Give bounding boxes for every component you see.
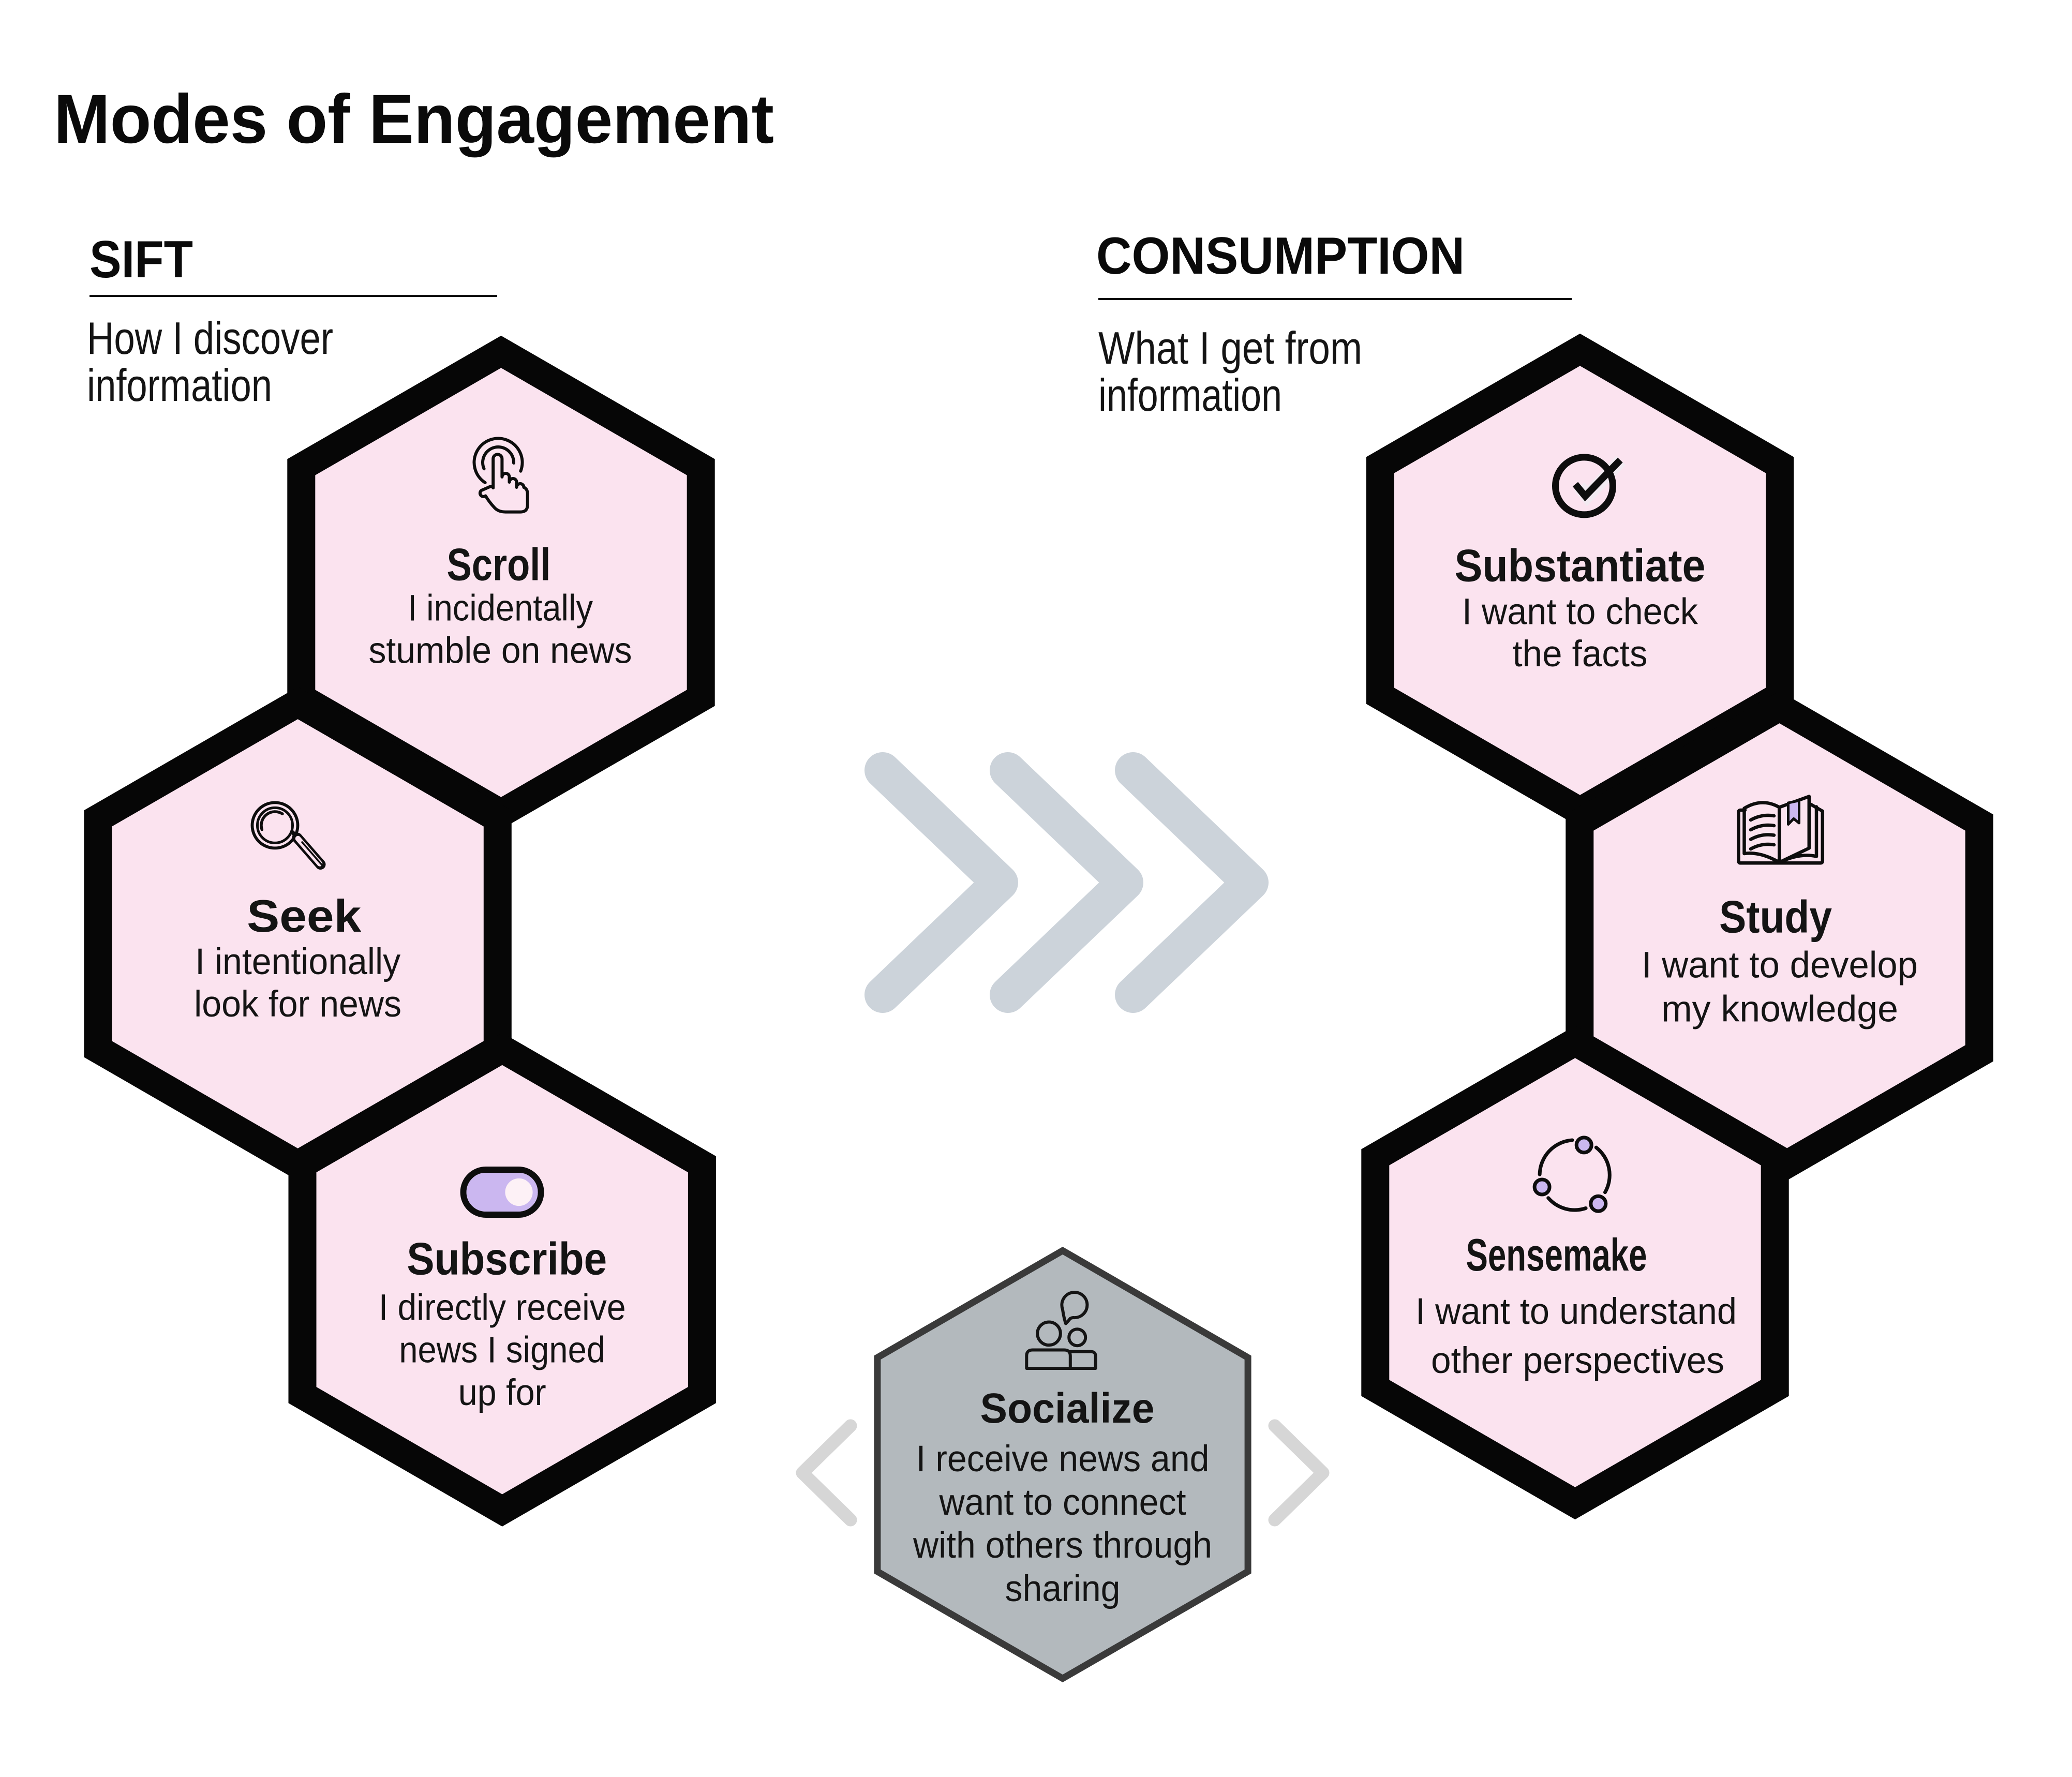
svg-text:want to connect: want to connect — [939, 1482, 1186, 1523]
svg-text:stumble on news: stumble on news — [369, 631, 632, 671]
svg-text:sharing: sharing — [1005, 1569, 1121, 1609]
svg-text:information: information — [87, 360, 272, 411]
svg-text:CONSUMPTION: CONSUMPTION — [1096, 227, 1465, 285]
svg-text:news I signed: news I signed — [399, 1330, 605, 1370]
svg-text:look for news: look for news — [194, 984, 401, 1025]
svg-text:Socialize: Socialize — [980, 1385, 1155, 1432]
svg-text:the facts: the facts — [1513, 634, 1648, 675]
svg-text:information: information — [1098, 369, 1282, 421]
svg-text:Subscribe: Subscribe — [407, 1233, 607, 1285]
svg-text:SIFT: SIFT — [90, 231, 193, 289]
svg-text:What I get from: What I get from — [1098, 322, 1362, 374]
svg-text:Substantiate: Substantiate — [1455, 540, 1706, 591]
svg-text:I intentionally: I intentionally — [195, 942, 400, 982]
svg-text:How I discover: How I discover — [87, 312, 333, 364]
svg-text:Study: Study — [1719, 891, 1832, 942]
svg-text:my knowledge: my knowledge — [1661, 989, 1898, 1030]
svg-text:Scroll: Scroll — [447, 539, 551, 590]
svg-text:I receive news and: I receive news and — [916, 1439, 1210, 1480]
svg-text:I want to check: I want to check — [1462, 592, 1698, 633]
svg-text:other perspectives: other perspectives — [1431, 1340, 1724, 1381]
svg-text:Sensemake: Sensemake — [1466, 1229, 1647, 1280]
svg-text:Seek: Seek — [247, 890, 362, 942]
svg-text:I want to understand: I want to understand — [1415, 1291, 1737, 1332]
svg-text:Modes of Engagement: Modes of Engagement — [54, 81, 774, 158]
svg-text:I want to develop: I want to develop — [1642, 945, 1918, 985]
svg-text:I incidentally: I incidentally — [408, 588, 593, 629]
svg-text:with others through: with others through — [913, 1525, 1212, 1566]
svg-text:I directly receive: I directly receive — [379, 1288, 626, 1328]
svg-text:up for: up for — [458, 1372, 546, 1413]
